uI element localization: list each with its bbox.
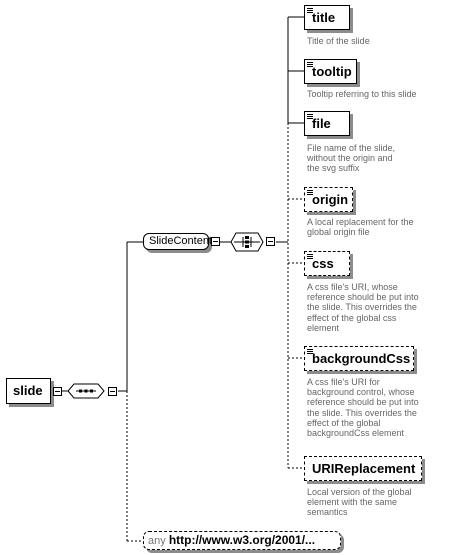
- complex-type-collapse-toggle[interactable]: [211, 237, 220, 246]
- element-title-description: Title of the slide: [307, 36, 370, 46]
- element-doc-icon: [307, 349, 313, 354]
- complex-type-label: SlideContent: [149, 235, 212, 247]
- root-element-label: slide: [13, 383, 43, 398]
- element-backgroundcss-description: A css file's URI for background control,…: [307, 377, 419, 439]
- element-css-label: css: [312, 256, 334, 271]
- element-doc-icon: [307, 254, 313, 259]
- element-doc-icon: [307, 8, 313, 13]
- element-tooltip-description: Tooltip referring to this slide: [307, 89, 417, 99]
- root-element[interactable]: slide: [6, 378, 51, 404]
- element-backgroundcss[interactable]: backgroundCss: [304, 346, 414, 371]
- element-file-label: file: [312, 116, 331, 131]
- element-origin[interactable]: origin: [304, 187, 353, 212]
- element-urireplacement-label: URIReplacement: [312, 461, 416, 476]
- sequence-compositor-inner: [230, 232, 264, 252]
- element-file[interactable]: file: [304, 111, 350, 136]
- inner-sequence-collapse-toggle[interactable]: [266, 237, 275, 246]
- element-urireplacement[interactable]: URIReplacement: [304, 456, 422, 481]
- element-css[interactable]: css: [304, 251, 350, 276]
- element-css-description: A css file's URI, whose reference should…: [307, 282, 419, 333]
- complex-type-box[interactable]: SlideContent: [143, 233, 212, 250]
- element-backgroundcss-label: backgroundCss: [312, 351, 411, 366]
- any-namespace: http://www.w3.org/2001/...: [168, 533, 316, 547]
- sequence-collapse-toggle[interactable]: [108, 387, 117, 396]
- element-doc-icon: [307, 114, 313, 119]
- element-doc-icon: [307, 62, 313, 67]
- element-title[interactable]: title: [304, 5, 350, 30]
- element-title-label: title: [312, 10, 336, 25]
- any-wildcard[interactable]: any http://www.w3.org/2001/...: [143, 531, 341, 550]
- root-collapse-toggle[interactable]: [53, 387, 62, 396]
- sequence-compositor-root: [62, 383, 105, 399]
- element-origin-description: A local replacement for the global origi…: [307, 217, 414, 238]
- element-file-description: File name of the slide, without the orig…: [307, 143, 396, 174]
- element-urireplacement-description: Local version of the global element with…: [307, 487, 412, 518]
- element-tooltip-label: tooltip: [312, 64, 352, 79]
- any-keyword: any: [148, 535, 166, 547]
- element-doc-icon: [307, 190, 313, 195]
- element-origin-label: origin: [312, 192, 349, 207]
- element-tooltip[interactable]: tooltip: [304, 59, 357, 84]
